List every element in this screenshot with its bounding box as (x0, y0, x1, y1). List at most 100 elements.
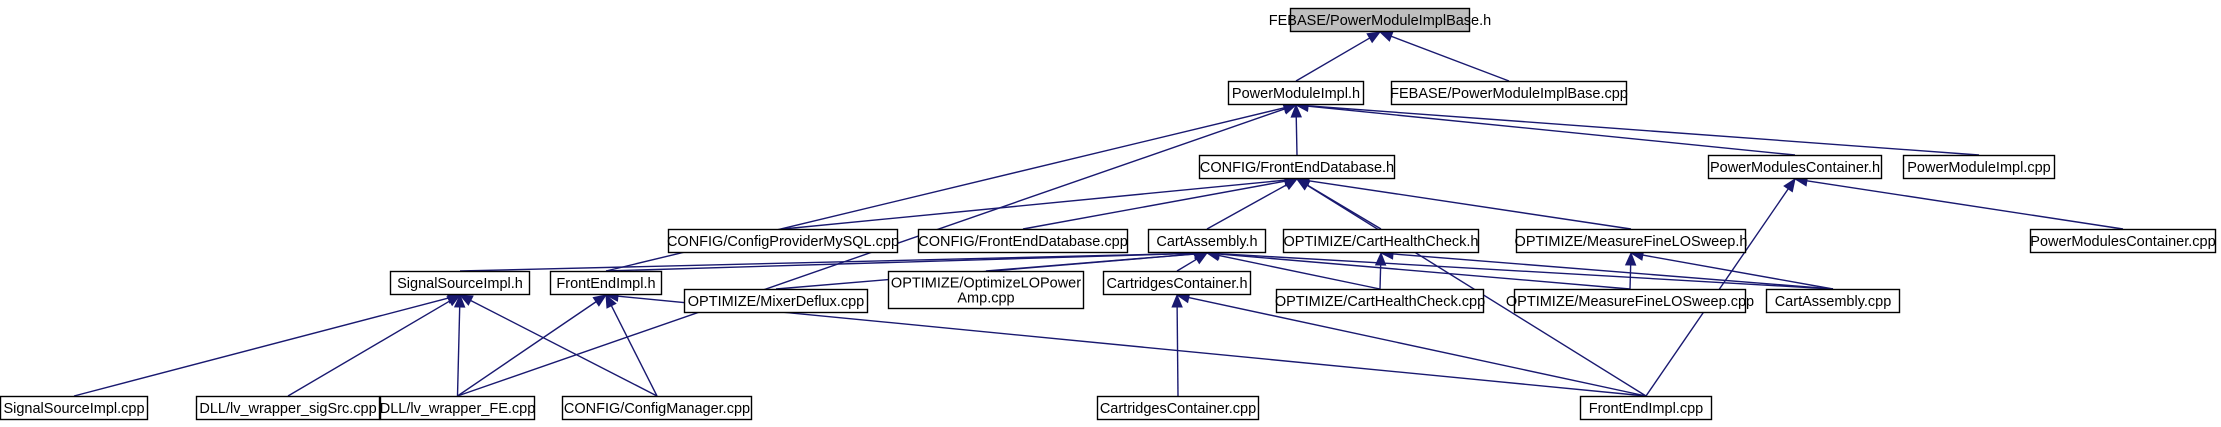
edge-n11-n4 (1793, 175, 2124, 230)
arrowhead-icon (453, 293, 466, 308)
node-label: CONFIG/ConfigManager.cpp (564, 401, 750, 417)
node-n12[interactable]: SignalSourceImpl.h (389, 270, 531, 296)
node-box (1765, 288, 1901, 314)
edge-line (1308, 180, 1632, 230)
edge-n23-n13 (605, 293, 658, 397)
edge-line (985, 253, 1196, 272)
arrowhead-icon (1374, 251, 1387, 266)
node-label: OPTIMIZE/MixerDeflux.cpp (688, 294, 864, 310)
node-label: CONFIG/FrontEndDatabase.h (1200, 160, 1394, 176)
node-box (195, 395, 381, 421)
node-label: CartridgesContainer.h (1106, 276, 1247, 292)
node-n17[interactable]: OPTIMIZE/CartHealthCheck.cpp (1275, 288, 1485, 314)
node-n5[interactable]: PowerModuleImpl.cpp (1902, 154, 2056, 180)
edge-n20-n12 (73, 292, 462, 397)
edge-line (1392, 253, 1834, 290)
node-box (917, 228, 1129, 254)
edge-line (459, 252, 1196, 272)
edge-line (1642, 254, 1834, 290)
edge-n25-n3 (1295, 178, 1647, 397)
edge-n23-n12 (458, 294, 658, 397)
node-box (667, 228, 899, 254)
edge-n21-n12 (287, 294, 462, 397)
edge-n1-n0 (1295, 31, 1382, 82)
edge-n10-n3 (1295, 175, 1632, 230)
edge-line (1295, 37, 1370, 82)
node-n13[interactable]: FrontEndImpl.h (549, 270, 663, 296)
node-n24[interactable]: CartridgesContainer.cpp (1096, 395, 1260, 421)
node-label: PowerModulesContainer.h (1710, 160, 1880, 176)
node-n23[interactable]: CONFIG/ConfigManager.cpp (561, 395, 753, 421)
node-n8[interactable]: CartAssembly.h (1147, 228, 1267, 254)
node-n3[interactable]: CONFIG/FrontEndDatabase.h (1198, 154, 1396, 180)
node-n9[interactable]: OPTIMIZE/CartHealthCheck.h (1282, 228, 1480, 254)
edge-n22-n13 (457, 294, 608, 397)
node-n16[interactable]: CartridgesContainer.h (1102, 270, 1252, 296)
edge-line (1206, 184, 1287, 230)
node-n20[interactable]: SignalSourceImpl.cpp (0, 395, 149, 421)
edge-line (1307, 105, 1980, 156)
edge-line (610, 305, 658, 397)
node-box (1513, 288, 1747, 314)
node-label: CONFIG/FrontEndDatabase.cpp (918, 234, 1128, 250)
edge-n16-n8 (1176, 252, 1209, 272)
edge-n19-n9 (1379, 248, 1834, 290)
node-box (1289, 7, 1471, 33)
edge-n22-n12 (453, 293, 466, 397)
node-n2[interactable]: FEBASE/PowerModuleImplBase.cpp (1390, 80, 1628, 106)
edge-line (1176, 258, 1198, 272)
node-label: FrontEndImpl.cpp (1589, 401, 1703, 417)
node-label: PowerModulesContainer.cpp (2030, 234, 2215, 250)
node-box (1579, 395, 1713, 421)
arrowhead-icon (446, 294, 462, 307)
edge-line (1629, 264, 1632, 290)
node-n4[interactable]: PowerModulesContainer.h (1707, 154, 1883, 180)
node-n25[interactable]: FrontEndImpl.cpp (1579, 395, 1713, 421)
node-box (549, 270, 663, 296)
edge-line (456, 306, 461, 397)
node-n10[interactable]: OPTIMIZE/MeasureFineLOSweep.h (1515, 228, 1748, 254)
edge-n25-n4 (1645, 177, 1796, 397)
arrowhead-icon (605, 293, 617, 309)
node-box (1390, 80, 1628, 106)
edge-line (287, 300, 451, 397)
node-label: PowerModuleImpl.cpp (1907, 160, 2050, 176)
edge-line (1295, 116, 1298, 156)
node-label: PowerModuleImpl.h (1232, 86, 1360, 102)
edge-line (1188, 296, 1647, 397)
node-box (2029, 228, 2217, 254)
node-n6[interactable]: CONFIG/ConfigProviderMySQL.cpp (667, 228, 899, 254)
node-label: DLL/lv_wrapper_FE.cpp (380, 401, 536, 417)
node-box (683, 288, 869, 314)
node-n22[interactable]: DLL/lv_wrapper_FE.cpp (380, 395, 536, 421)
node-box (0, 395, 149, 421)
node-n0[interactable]: FEBASE/PowerModuleImplBase.h (1269, 7, 1491, 33)
node-label: FEBASE/PowerModuleImplBase.h (1269, 13, 1491, 29)
node-box (887, 270, 1085, 310)
node-n19[interactable]: CartAssembly.cpp (1765, 288, 1901, 314)
node-box (1102, 270, 1252, 296)
edge-n18-n10 (1624, 251, 1637, 290)
edge-n2-n0 (1378, 31, 1510, 82)
node-box (1707, 154, 1883, 180)
node-label: OPTIMIZE/MeasureFineLOSweep.h (1515, 234, 1748, 250)
arrowhead-icon (1783, 177, 1796, 193)
node-n18[interactable]: OPTIMIZE/MeasureFineLOSweep.cpp (1506, 288, 1754, 314)
arrowhead-icon (1283, 178, 1299, 191)
edge-n8-n3 (1206, 178, 1299, 230)
node-n21[interactable]: DLL/lv_wrapper_sigSrc.cpp (195, 395, 381, 421)
node-n14[interactable]: OPTIMIZE/MixerDeflux.cpp (683, 288, 869, 314)
node-n7[interactable]: CONFIG/FrontEndDatabase.cpp (917, 228, 1129, 254)
node-n11[interactable]: PowerModulesContainer.cpp (2029, 228, 2217, 254)
edge-line (457, 301, 597, 397)
edge-line (1390, 35, 1510, 82)
arrowhead-icon (458, 294, 474, 306)
node-n1[interactable]: PowerModuleImpl.h (1227, 80, 1365, 106)
node-box (561, 395, 753, 421)
arrowhead-icon (592, 294, 608, 307)
edge-line (1218, 253, 1631, 290)
node-box (1515, 228, 1747, 254)
edges-layer (73, 31, 2124, 397)
